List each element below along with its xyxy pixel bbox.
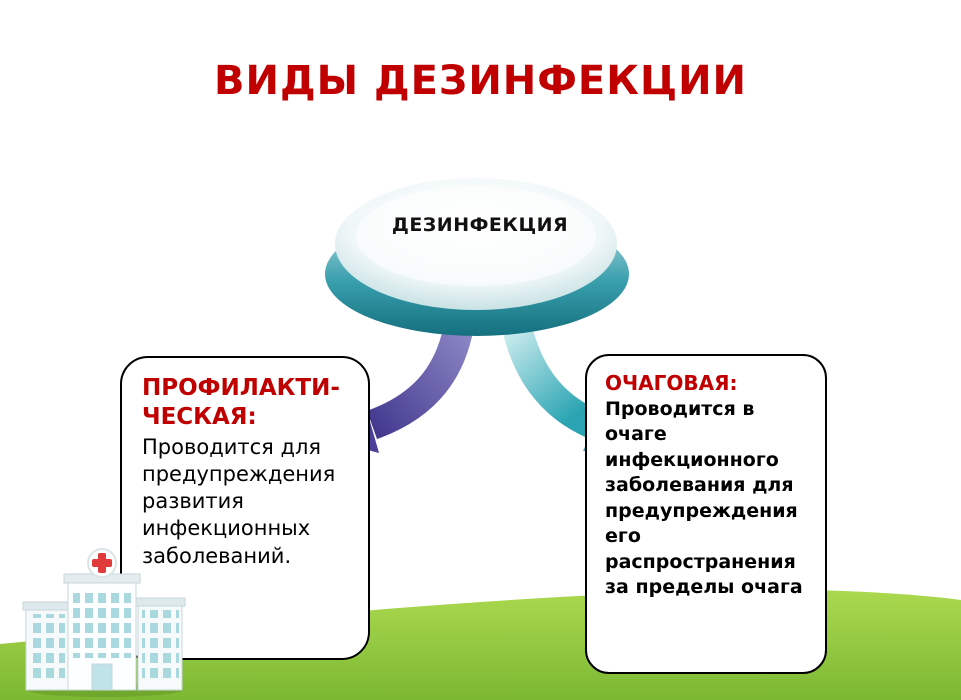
disinfection-disc: ДЕЗИНФЕКЦИЯ [320,156,640,346]
hospital-building-icon [22,548,186,697]
disc-shape [325,178,629,336]
focal-body: Проводится в очаге инфекционного заболев… [605,398,803,599]
disc-label: ДЕЗИНФЕКЦИЯ [391,214,569,236]
prophylactic-body: Проводится для предупреждения развития и… [142,434,336,568]
focal-heading: ОЧАГОВАЯ: [605,371,738,395]
prophylactic-heading: ПРОФИЛАКТИ-ЧЕСКАЯ: [142,375,340,430]
slide-title: ВИДЫ ДЕЗИНФЕКЦИИ [213,58,748,104]
focal-box: ОЧАГОВАЯ: Проводится в очаге инфекционно… [585,354,827,674]
